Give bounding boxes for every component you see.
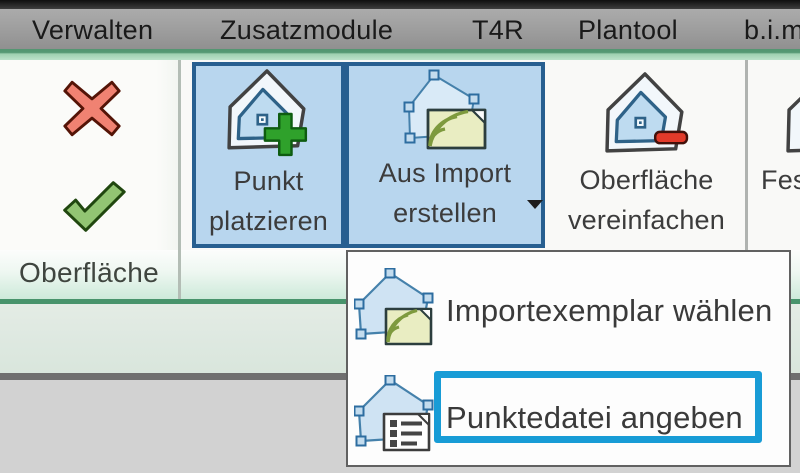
red-x-icon: [63, 80, 121, 137]
tab-plantool[interactable]: Plantool: [578, 15, 678, 45]
panel-separator: [178, 60, 181, 299]
button-label: Punkt platzieren: [208, 166, 329, 236]
ribbon-tab-bar: Verwalten Zusatzmodule T4R Plantool b.i.…: [0, 9, 800, 49]
tab-verwalten[interactable]: Verwalten: [32, 15, 154, 45]
menu-item-label: Punktedatei angeben: [446, 399, 743, 435]
highlight-annotation: [434, 371, 762, 443]
dropdown-menu: Importexemplar wählen: [346, 250, 791, 467]
active-tab-accent: [0, 49, 800, 60]
menu-item-importexemplar-waehlen[interactable]: Importexemplar wählen: [348, 252, 787, 357]
panel-separator: [745, 60, 748, 299]
panel-label-oberflaeche[interactable]: Oberfläche: [19, 257, 159, 288]
panel-separator: [178, 250, 181, 299]
menu-item-label: Importexemplar wählen: [446, 292, 773, 328]
tab-t4r[interactable]: T4R: [472, 15, 524, 45]
place-point-icon: [226, 69, 307, 157]
partial-house-icon: [785, 96, 800, 153]
points-file-icon: [354, 375, 434, 452]
create-from-import-icon: [403, 69, 487, 150]
button-label: Fes: [761, 165, 800, 195]
button-label: Aus Import erstellen: [378, 158, 512, 228]
button-punkt-platzieren[interactable]: Punkt platzieren: [192, 62, 345, 248]
button-label: Oberfläche vereinfachen: [567, 165, 725, 235]
finish-edit-mode-button[interactable]: [59, 179, 129, 234]
tab-zusatzmodule[interactable]: Zusatzmodule: [220, 15, 394, 45]
tab-bim[interactable]: b.i.m: [744, 15, 800, 45]
import-instance-icon: [354, 268, 434, 346]
button-aus-import-erstellen[interactable]: Aus Import erstellen: [345, 62, 545, 248]
menu-item-punktedatei-angeben[interactable]: Punktedatei angeben: [348, 359, 787, 464]
button-fes-partial[interactable]: Fes: [757, 62, 800, 248]
simplify-surface-icon: [604, 72, 688, 153]
dropdown-arrow-icon[interactable]: [527, 200, 543, 209]
titlebar: [0, 0, 800, 9]
button-oberflaeche-vereinfachen[interactable]: Oberfläche vereinfachen: [553, 62, 740, 248]
green-check-icon: [63, 181, 126, 232]
cancel-edit-mode-button[interactable]: [60, 75, 124, 142]
